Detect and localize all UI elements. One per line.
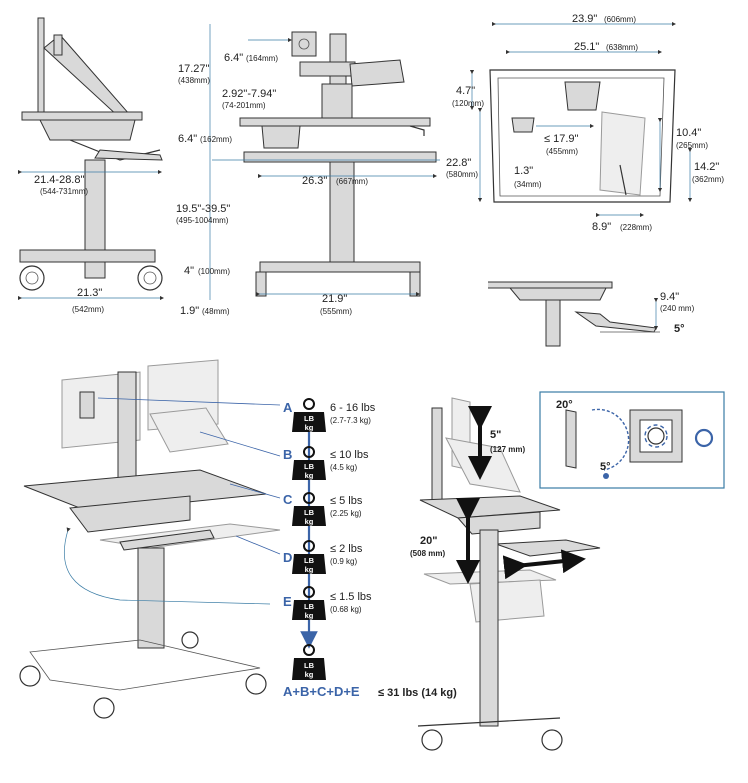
front-caster-height: 1.9" <box>180 305 199 317</box>
side-depth: 21.4-28.8" <box>34 174 84 186</box>
tilt-angle: 5° <box>674 323 685 335</box>
weight-letter-d: D <box>283 550 292 565</box>
weight-badge-a: LB kg <box>292 398 326 432</box>
side-depth-mm: (544-731mm) <box>40 187 88 196</box>
front-base-height-mm: (100mm) <box>198 267 230 276</box>
svg-text:LB: LB <box>304 556 315 565</box>
svg-text:LB: LB <box>304 602 315 611</box>
weight-metric-e: (0.68 kg) <box>330 605 362 614</box>
svg-text:LB: LB <box>304 508 315 517</box>
weight-value-b: ≤ 10 lbs <box>330 449 369 461</box>
front-base-height: 4" <box>184 265 194 277</box>
weight-metric-c: (2.25 kg) <box>330 509 362 518</box>
svg-text:kg: kg <box>305 565 314 574</box>
top-back-depth: 4.7" <box>456 85 475 97</box>
weight-value-a: 6 - 16 lbs <box>330 402 376 414</box>
top-overall-depth: 22.8" <box>446 157 471 169</box>
weight-badge-b: LB kg <box>292 446 326 480</box>
svg-text:LB: LB <box>304 661 315 670</box>
top-overall-depth-mm: (580mm) <box>446 170 478 179</box>
weight-metric-b: (4.5 kg) <box>330 463 357 472</box>
top-monitor-span-mm: (638mm) <box>606 43 638 52</box>
weight-badge-e: LB kg <box>292 586 326 620</box>
keyboard-tilt-drawing <box>488 281 660 347</box>
adjust-tilt-down: 5° <box>600 461 611 473</box>
front-keyboard-adj-mm: (74-201mm) <box>222 101 266 110</box>
adjust-surface-lift-mm: (508 mm) <box>410 549 445 558</box>
top-tray-width: 14.2" <box>694 161 719 173</box>
tilt-drop: 9.4" <box>660 291 679 303</box>
weight-value-e: ≤ 1.5 lbs <box>330 591 372 603</box>
top-overall-width: 23.9" <box>572 13 597 25</box>
top-handle-offset: 1.3" <box>514 165 533 177</box>
side-view-drawing <box>17 17 165 301</box>
weight-letter-b: B <box>283 447 292 462</box>
total-value: ≤ 31 lbs (14 kg) <box>378 687 457 699</box>
top-back-depth-mm: (120mm) <box>452 99 484 108</box>
svg-text:kg: kg <box>305 423 314 432</box>
top-arm-reach-mm: (455mm) <box>546 147 578 156</box>
weight-metric-a: (2.7-7.3 kg) <box>330 416 371 425</box>
weight-badge-d: LB kg <box>292 540 326 574</box>
top-monitor-span: 25.1" <box>574 41 599 53</box>
weight-badge-total: LB kg <box>292 644 326 680</box>
top-mouse-width: 8.9" <box>592 221 611 233</box>
top-arm-reach: ≤ 17.9" <box>544 133 579 145</box>
tilt-drop-mm: (240 mm) <box>660 304 695 313</box>
front-keyboard-adj: 2.92"-7.94" <box>222 88 276 100</box>
front-monitor-offset: 6.4" <box>224 52 243 64</box>
weight-badge-c: LB kg <box>292 492 326 526</box>
total-letters: A+B+C+D+E <box>283 684 360 699</box>
front-tray-height-mm: (162mm) <box>200 135 232 144</box>
front-view-drawing <box>209 24 440 300</box>
front-monitor-offset-mm: (164mm) <box>246 54 278 63</box>
svg-text:kg: kg <box>305 471 314 480</box>
weight-letter-e: E <box>283 594 292 609</box>
front-worksurface-width: 26.3" <box>302 175 327 187</box>
front-lift-range: 19.5"-39.5" <box>176 203 230 215</box>
adjust-surface-lift: 20" <box>420 535 437 547</box>
svg-text:kg: kg <box>305 611 314 620</box>
top-tray-depth-mm: (265mm) <box>676 141 708 150</box>
weight-letter-a: A <box>283 400 293 415</box>
svg-text:kg: kg <box>305 517 314 526</box>
top-tray-depth: 10.4" <box>676 127 701 139</box>
front-tray-height: 6.4" <box>178 133 197 145</box>
front-base-width-mm: (555mm) <box>320 307 352 316</box>
weight-metric-d: (0.9 kg) <box>330 557 357 566</box>
svg-text:LB: LB <box>304 462 315 471</box>
front-worksurface-width-mm: (667mm) <box>336 177 368 186</box>
side-base: 21.3" <box>77 287 102 299</box>
adjust-monitor-lift-mm: (127 mm) <box>490 445 525 454</box>
adjust-monitor-lift: 5" <box>490 429 501 441</box>
front-base-width: 21.9" <box>322 293 347 305</box>
weight-value-c: ≤ 5 lbs <box>330 495 363 507</box>
weight-value-d: ≤ 2 lbs <box>330 543 363 555</box>
front-lift-range-mm: (495-1004mm) <box>176 216 229 225</box>
front-top-height: 17.27" <box>178 63 210 75</box>
top-overall-width-mm: (606mm) <box>604 15 636 24</box>
top-view-drawing <box>469 21 693 218</box>
front-caster-height-mm: (48mm) <box>202 307 230 316</box>
top-tray-width-mm: (362mm) <box>692 175 724 184</box>
cart-iso-drawing <box>19 359 281 719</box>
front-top-height-mm: (438mm) <box>178 76 210 85</box>
top-handle-offset-mm: (34mm) <box>514 180 542 189</box>
svg-text:kg: kg <box>305 670 314 679</box>
adjust-view-drawing <box>417 391 725 751</box>
adjust-tilt-up: 20° <box>556 399 573 411</box>
top-mouse-width-mm: (228mm) <box>620 223 652 232</box>
side-base-mm: (542mm) <box>72 305 104 314</box>
weight-letter-c: C <box>283 492 293 507</box>
svg-text:LB: LB <box>304 414 315 423</box>
